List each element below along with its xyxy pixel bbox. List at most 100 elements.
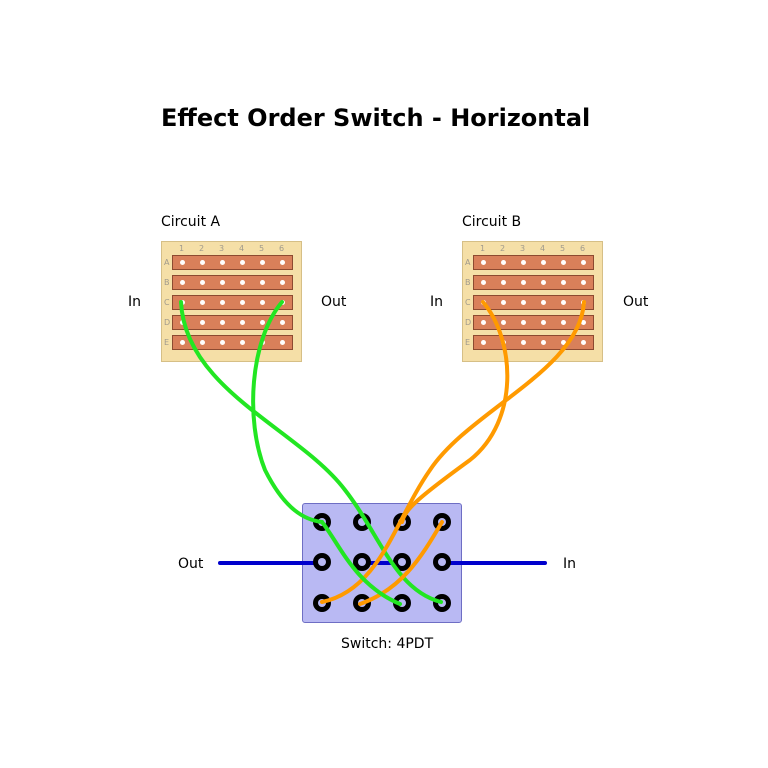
circuit_b-hole: [501, 280, 506, 285]
circuit_a-copper-strip-B: [172, 275, 293, 290]
circuit_a-column-3: 3: [219, 244, 225, 253]
circuit_b-hole: [541, 300, 546, 305]
circuit_a-hole: [200, 260, 205, 265]
circuit_b-hole: [521, 340, 526, 345]
circuit-b-out-label: Out: [623, 294, 649, 310]
circuit_b-column-4: 4: [540, 244, 546, 253]
circuit_b-hole: [481, 340, 486, 345]
circuit_b-hole: [541, 280, 546, 285]
circuit_a-column-1: 1: [179, 244, 185, 253]
circuit_a-hole: [180, 260, 185, 265]
switch-caption: Switch: 4PDT: [341, 636, 434, 652]
circuit-b-return-wire: [358, 520, 444, 606]
circuit_b-column-1: 1: [480, 244, 486, 253]
circuit_b-hole: [521, 300, 526, 305]
circuit_a-hole: [200, 340, 205, 345]
circuit_a-hole: [240, 340, 245, 345]
circuit-b-label: Circuit B: [462, 214, 522, 230]
circuit_a-column-6: 6: [279, 244, 285, 253]
circuit_a-hole: [200, 320, 205, 325]
circuit_b-hole: [481, 260, 486, 265]
circuit_b-hole: [541, 340, 546, 345]
switch-right-in-label: In: [563, 556, 577, 572]
circuit_b-hole: [481, 280, 486, 285]
circuit_a-hole: [240, 300, 245, 305]
switch-lug-hole: [438, 558, 446, 566]
circuit-a-out-wire-upper: [251, 300, 324, 524]
circuit-b-in-label: In: [430, 294, 444, 310]
circuit_b-column-6: 6: [580, 244, 586, 253]
circuit_b-hole: [521, 280, 526, 285]
circuit_a-hole: [200, 280, 205, 285]
circuit-a-in-wire: [179, 300, 443, 604]
diagram-title: Effect Order Switch - Horizontal: [161, 104, 591, 132]
circuit_a-row-C: C: [164, 298, 170, 307]
circuit_b-hole: [541, 320, 546, 325]
circuit_a-copper-strip-A: [172, 255, 293, 270]
circuit-a-label: Circuit A: [161, 214, 221, 230]
circuit_b-column-3: 3: [520, 244, 526, 253]
circuit_a-copper-strip-C: [172, 295, 293, 310]
circuit_b-hole: [561, 300, 566, 305]
circuit_a-hole: [280, 320, 285, 325]
circuit_b-hole: [521, 320, 526, 325]
circuit_b-row-A: A: [465, 258, 471, 267]
circuit_b-hole: [581, 340, 586, 345]
circuit_b-row-E: E: [465, 338, 471, 347]
switch-left-out-label: Out: [178, 556, 204, 572]
circuit_b-column-5: 5: [560, 244, 566, 253]
circuit_b-hole: [561, 340, 566, 345]
circuit_a-hole: [260, 260, 265, 265]
circuit_b-hole: [581, 280, 586, 285]
circuit_b-row-B: B: [465, 278, 471, 287]
circuit-a-in-label: In: [128, 294, 142, 310]
circuit_b-hole: [501, 300, 506, 305]
circuit-b-out-wire: [320, 300, 586, 604]
circuit_b-column-2: 2: [500, 244, 506, 253]
circuit-a-out-label: Out: [321, 294, 347, 310]
circuit_a-column-4: 4: [239, 244, 245, 253]
circuit_b-hole: [501, 320, 506, 325]
circuit_b-hole: [561, 320, 566, 325]
circuit_b-hole: [561, 260, 566, 265]
circuit_a-hole: [240, 260, 245, 265]
circuit_a-hole: [220, 320, 225, 325]
circuit_a-row-E: E: [164, 338, 170, 347]
circuit_a-hole: [180, 280, 185, 285]
circuit_a-hole: [260, 320, 265, 325]
circuit_a-hole: [200, 300, 205, 305]
circuit_a-copper-strip-D: [172, 315, 293, 330]
circuit_a-hole: [240, 280, 245, 285]
switch-lug-hole: [318, 558, 326, 566]
circuit_a-row-D: D: [164, 318, 171, 327]
circuit_a-hole: [280, 340, 285, 345]
circuit_a-column-5: 5: [259, 244, 265, 253]
circuit_b-copper-strip-A: [473, 255, 594, 270]
circuit_a-hole: [260, 300, 265, 305]
circuit_b-hole: [501, 260, 506, 265]
circuit_a-hole: [220, 340, 225, 345]
circuit_a-hole: [260, 280, 265, 285]
circuit_b-hole: [581, 320, 586, 325]
circuit_b-hole: [561, 280, 566, 285]
circuit_a-column-2: 2: [199, 244, 205, 253]
circuit_a-hole: [180, 340, 185, 345]
circuit_a-hole: [220, 300, 225, 305]
circuit_b-row-D: D: [465, 318, 472, 327]
circuit_b-copper-strip-C: [473, 295, 594, 310]
circuit_b-hole: [581, 260, 586, 265]
circuit-b-in-wire: [400, 300, 510, 524]
circuit_b-row-C: C: [465, 298, 471, 307]
circuit_a-hole: [220, 260, 225, 265]
circuit_a-hole: [280, 260, 285, 265]
circuit_a-row-B: B: [164, 278, 170, 287]
circuit_b-copper-strip-B: [473, 275, 594, 290]
circuit_b-hole: [541, 260, 546, 265]
circuit_a-hole: [240, 320, 245, 325]
circuit_b-hole: [481, 320, 486, 325]
switch-lug-hole: [358, 558, 366, 566]
switch-lug-hole: [398, 558, 406, 566]
